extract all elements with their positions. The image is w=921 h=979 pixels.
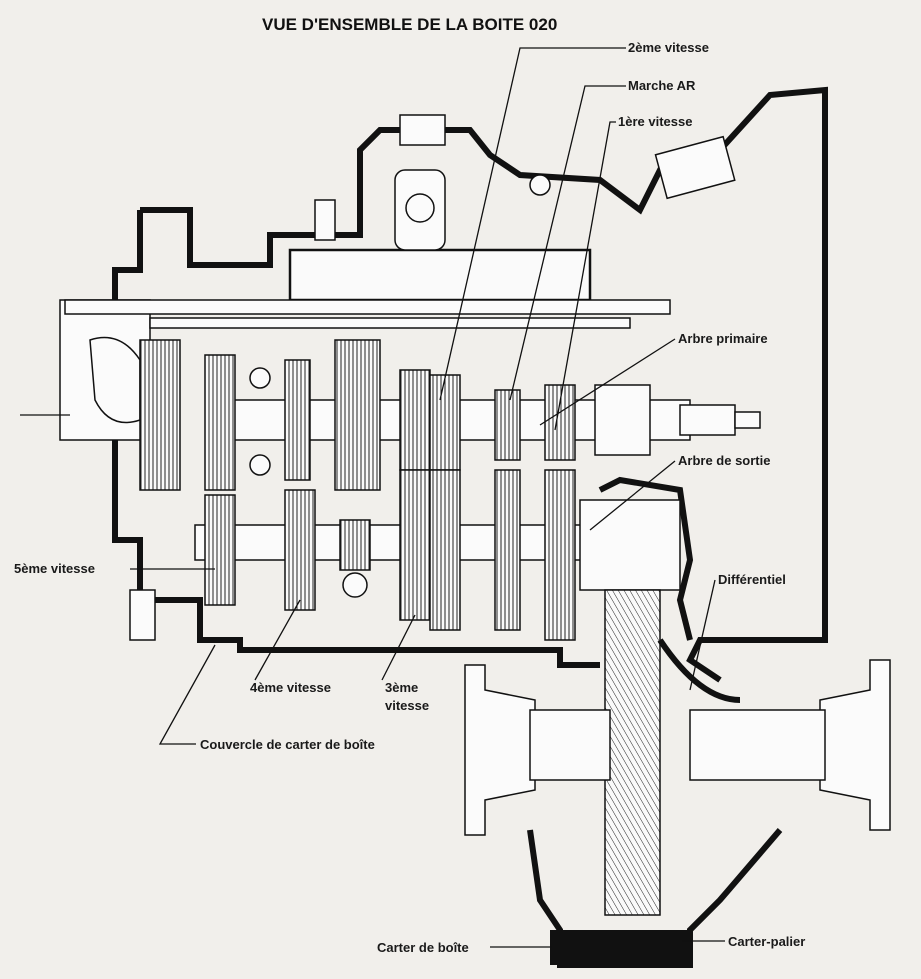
leader-lines (130, 47, 725, 948)
label-carter-de-boite: Carter de boîte (377, 940, 469, 955)
label-couvercle: Couvercle de carter de boîte (200, 737, 375, 752)
label-2eme-vitesse: 2ème vitesse (628, 40, 709, 55)
diagram-title: VUE D'ENSEMBLE DE LA BOITE 020 (262, 15, 557, 34)
input-shaft (139, 339, 761, 491)
label-arbre-primaire: Arbre primaire (678, 331, 768, 346)
label-carter-palier: Carter-palier (728, 934, 805, 949)
output-shaft (194, 469, 681, 641)
selector-rod (64, 299, 671, 329)
label-3eme-vitesse-line2: vitesse (385, 698, 429, 713)
label-3eme-vitesse-line1: 3ème (385, 680, 418, 695)
label-1ere-vitesse: 1ère vitesse (618, 114, 692, 129)
label-arbre-de-sortie: Arbre de sortie (678, 453, 770, 468)
differential (464, 589, 891, 968)
label-4eme-vitesse: 4ème vitesse (250, 680, 331, 695)
label-differentiel: Différentiel (718, 572, 786, 587)
label-marche-ar: Marche AR (628, 78, 696, 93)
label-5eme-vitesse: 5ème vitesse (14, 561, 95, 576)
